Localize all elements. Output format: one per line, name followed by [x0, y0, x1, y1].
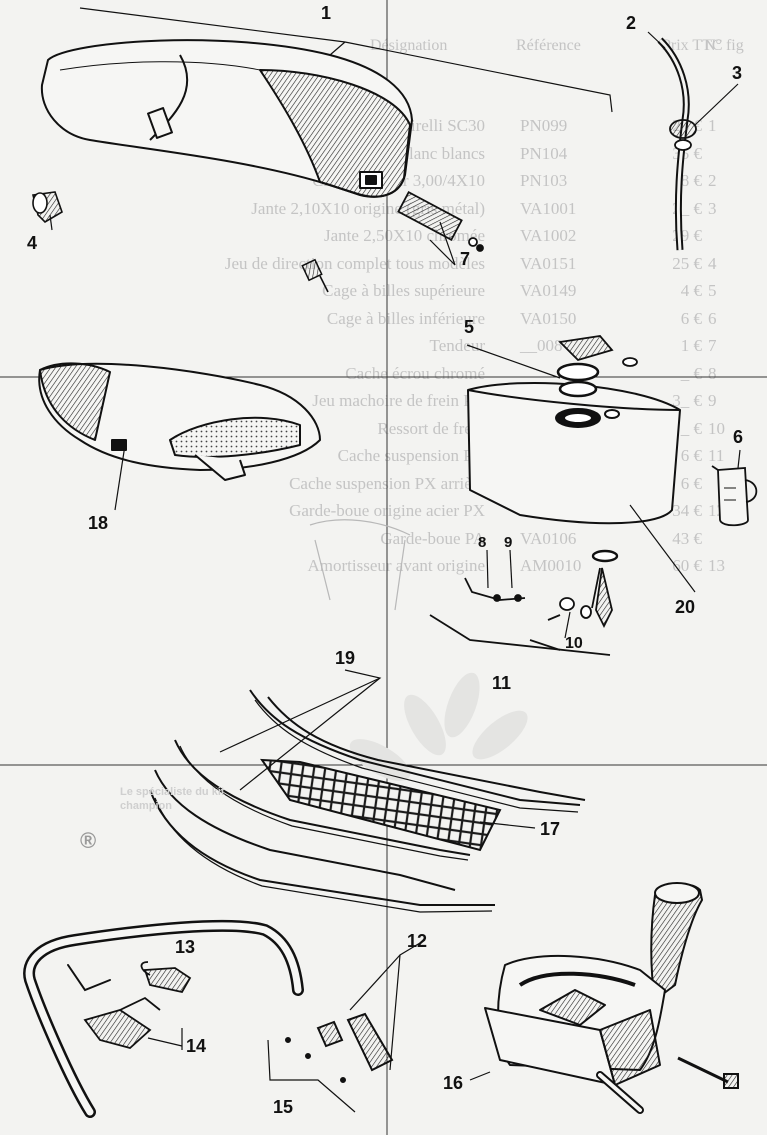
callout-8: 8 — [478, 534, 487, 551]
ghost-cell-fig: 8 — [708, 363, 717, 383]
callout-leader-lines — [49, 7, 741, 1081]
ghost-cell-ref: VA0150 — [520, 308, 577, 328]
ghost-cell-price: _ € — [680, 418, 702, 438]
part-4-cap — [32, 191, 63, 224]
ghost-cell-des: Jeu de direction complet tous modèles — [224, 253, 485, 273]
ghost-cell-ref: VA0106 — [520, 528, 577, 548]
part-3-grommet — [669, 119, 697, 151]
part-19-runner-strips — [149, 689, 586, 913]
ghost-cell-fig: 6 — [708, 308, 717, 328]
ghost-cell-price: 8 € — [680, 171, 702, 190]
watermark-line1: Le spécialiste du kit — [120, 786, 225, 798]
ghost-cell-fig: 9 — [708, 391, 717, 410]
ghost-cell-des: Ressort de frein — [377, 418, 485, 438]
ghost-cell-fig: 2 — [708, 171, 717, 190]
ghost-cell-des: Amortisseur avant origine — [307, 556, 485, 575]
part-16-exhaust — [484, 882, 703, 1114]
exhaust-bolt — [677, 1056, 739, 1089]
callout-13: 13 — [175, 937, 196, 957]
ghost-cell-price: 6 € — [680, 473, 702, 493]
ghost-cell-des: Jeu machoire de frein PX — [312, 391, 485, 410]
callout-15: 15 — [273, 1097, 294, 1117]
ghost-cell-ref: PN103 — [520, 171, 568, 190]
part-14-clip — [83, 996, 161, 1049]
callout-16: 16 — [443, 1073, 464, 1093]
callout-7: 7 — [460, 249, 471, 269]
callout-4: 4 — [27, 233, 38, 253]
part-6-measuring-jug — [711, 465, 758, 527]
ghost-cell-ref: VA0149 — [520, 281, 577, 300]
ghost-cell-des: Tendeur — [429, 336, 485, 355]
seat-lock — [397, 190, 484, 252]
ghost-cell-fig: 1 — [708, 116, 717, 135]
ghost-cell-price: 6 € — [680, 308, 702, 328]
ghost-cell-fig: 13 — [708, 556, 725, 575]
ghost-cell-price: 6 € — [680, 446, 702, 465]
col-header-price: Prix TTC — [662, 37, 723, 54]
col-header-ref: Référence — [516, 37, 581, 54]
part-20-fuel-tank — [467, 381, 681, 525]
callout-1: 1 — [321, 3, 332, 23]
callout-6: 6 — [733, 427, 744, 447]
ghost-cell-ref: AM0010 — [520, 556, 582, 575]
part-1-seat — [40, 39, 413, 198]
ghost-mudguard — [309, 519, 411, 611]
ghost-cell-des: Cage à billes inférieure — [326, 308, 485, 328]
ghost-cell-price: 43 € — [672, 528, 702, 548]
ghost-cell-ref: VA0151 — [520, 253, 577, 273]
ghost-cell-ref: VA1001 — [520, 198, 577, 218]
callout-12: 12 — [407, 931, 428, 951]
ghost-cell-fig: 5 — [708, 281, 717, 300]
ghost-cell-price: 25 € — [672, 253, 702, 273]
ghost-cell-des: Cage à billes supérieure — [322, 281, 485, 300]
ghost-cell-price: 60 € — [672, 556, 702, 575]
registered-mark: ® — [80, 828, 97, 853]
callout-17: 17 — [540, 819, 561, 839]
col-header-fig: N° fig — [704, 37, 744, 54]
ghost-cell-des: Cache suspension PX — [337, 446, 485, 465]
callout-3: 3 — [732, 63, 743, 83]
part-13-clip — [140, 961, 192, 994]
ghost-cell-ref: PN104 — [520, 143, 568, 163]
ghost-cell-ref: VA1002 — [520, 226, 577, 245]
ghost-cell-price: 34 € — [672, 501, 702, 520]
part-11-fuel-tap — [429, 549, 619, 656]
watermark-line2: champion — [120, 800, 172, 812]
ghost-cell-fig: 10 — [708, 418, 725, 438]
callout-11: 11 — [492, 673, 512, 693]
ghost-cell-fig: 3 — [708, 198, 717, 218]
part-18-dual-seat — [38, 362, 321, 481]
callout-18: 18 — [88, 513, 109, 533]
ghost-cell-ref: __008 — [520, 336, 563, 355]
part-17-floor-mat — [260, 758, 502, 852]
part-5-tank-cap — [556, 335, 638, 398]
callout-10: 10 — [565, 635, 583, 652]
ghost-cell-fig: 7 — [708, 336, 717, 355]
ghost-cell-fig: 11 — [708, 446, 725, 465]
callout-20: 20 — [675, 597, 696, 617]
callout-19: 19 — [335, 648, 356, 668]
callout-9: 9 — [504, 534, 513, 551]
callout-14: 14 — [186, 1036, 207, 1056]
ghost-cell-ref: PN099 — [520, 116, 568, 135]
ghost-cell-price: 4 € — [680, 281, 702, 300]
ghost-cell-price: 1 € — [680, 336, 702, 355]
part-15-end-caps — [267, 1012, 394, 1113]
ghost-cell-fig: 4 — [708, 253, 717, 273]
callout-2: 2 — [626, 13, 637, 33]
part-7-bolt — [301, 258, 329, 293]
part-12-rack-tube — [23, 919, 304, 1118]
callout-5: 5 — [464, 317, 475, 337]
ghost-cell-price: 3_ € — [672, 391, 702, 410]
col-header-designation: Désignation — [370, 37, 448, 54]
